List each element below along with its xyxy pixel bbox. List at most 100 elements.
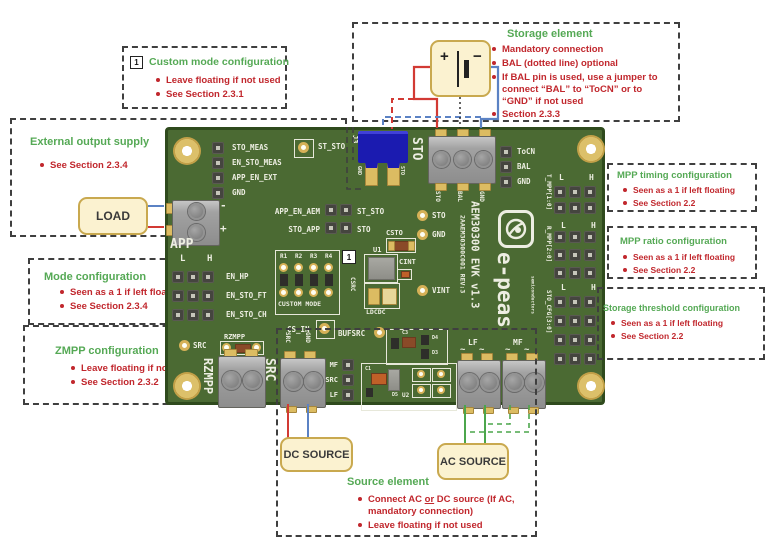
- lf-label: LF: [468, 338, 478, 347]
- header-pin: [172, 290, 184, 302]
- sto-meas-header: [212, 142, 224, 199]
- header-pin: [500, 176, 512, 188]
- jumper-label: EN_STO_CH: [226, 310, 267, 319]
- resistor: [325, 274, 333, 286]
- header-pin: [584, 353, 596, 365]
- pin-label: EN_STO_MEAS: [232, 158, 282, 167]
- resistor: [295, 274, 303, 286]
- bullet: See Section 2.3.1: [156, 89, 286, 101]
- lf-terminal-block: [457, 360, 501, 409]
- board-id: 2AAEM30300C001 REV:3: [458, 215, 467, 294]
- callout-title: Storage element: [507, 28, 593, 40]
- pin-label: ToCN: [517, 147, 536, 156]
- bullet: See Section 2.3.4: [40, 160, 180, 172]
- header-pin: [554, 231, 566, 243]
- load-label: LOAD: [96, 209, 130, 223]
- testpoint-label: VINT: [432, 286, 451, 295]
- header-pin: [172, 271, 184, 283]
- callout-title: MPP ratio configuration: [620, 236, 727, 247]
- sto-cfg-row: [554, 353, 596, 365]
- sto-app-jumper: [325, 222, 352, 234]
- callout-title: Storage threshold configuration: [603, 303, 741, 313]
- csto-label: CSTO: [386, 229, 403, 237]
- header-pin: [342, 389, 354, 401]
- callout-source-element: Source element Connect AC or DC source (…: [276, 328, 537, 537]
- sto-pin-label: GND: [478, 191, 485, 202]
- battery-minus-label: −: [473, 48, 482, 65]
- bullet: Seen as a 1 if left floating: [60, 287, 190, 299]
- header-pin: [500, 146, 512, 158]
- bal-pad: [457, 183, 469, 191]
- header-pin: [500, 161, 512, 173]
- pin-label: GND: [232, 188, 246, 197]
- ref-label: C3: [402, 330, 409, 336]
- mounting-hole: [173, 137, 201, 165]
- bullet: See Section 2.3.4: [60, 301, 190, 313]
- battery-plus-label: +: [440, 48, 449, 65]
- bullet: Section 2.3.3: [492, 109, 670, 121]
- pin-label: GND: [517, 177, 531, 186]
- t-mpp-row: [554, 202, 596, 214]
- src-terminal-block: [280, 358, 326, 408]
- sto-cfg-row: [554, 315, 596, 327]
- j3-label: J3: [351, 135, 359, 144]
- st-sto-label: ST_STO: [357, 207, 385, 216]
- ref-label: D3: [432, 350, 439, 356]
- pad: [294, 263, 303, 272]
- pad: [286, 406, 297, 413]
- l-label: L: [180, 254, 186, 264]
- ref-label: C1: [365, 366, 372, 372]
- header-pin: [554, 249, 566, 261]
- battery-element: + −: [430, 40, 491, 97]
- header-pin: [569, 296, 581, 308]
- l-label: L: [559, 173, 564, 182]
- bullet: Leave floating if not used: [156, 75, 286, 87]
- sto-testpoint: [417, 210, 428, 221]
- header-pin: [340, 222, 352, 234]
- marker-1-badge: 1: [342, 250, 356, 264]
- sto-terminal-label: STO: [409, 137, 424, 161]
- sto-cfg-row: [554, 334, 596, 346]
- callout-custom-mode: 1 Custom mode configuration Leave floati…: [122, 46, 289, 109]
- l-label: L: [561, 221, 566, 230]
- ldcdc-inductor: [364, 283, 400, 309]
- header-pin: [554, 334, 566, 346]
- pad: [309, 263, 318, 272]
- pcb-board: STO_MEAS EN_STO_MEAS APP_EN_EXT GND ST_S…: [165, 127, 605, 414]
- testpoint-label: SRC: [193, 341, 207, 350]
- u1-outline: [364, 254, 398, 283]
- l-label: L: [561, 283, 566, 292]
- sto-pin-label: STO: [434, 191, 441, 202]
- epeas-logo-swirl: [505, 218, 527, 240]
- tilde: ~: [460, 345, 466, 355]
- header-pin: [584, 231, 596, 243]
- header-pin: [569, 231, 581, 243]
- mounting-hole: [577, 135, 605, 163]
- header-pin: [554, 353, 566, 365]
- pad: [324, 263, 333, 272]
- r-mpp-row: [554, 249, 596, 261]
- header-pin: [584, 296, 596, 308]
- cint-label: CINT: [399, 258, 416, 266]
- header-pin: [212, 172, 224, 184]
- pin-label: STO_MEAS: [232, 143, 269, 152]
- app-terminal-block: [172, 200, 220, 246]
- header-pin: [554, 296, 566, 308]
- bullet: BAL (dotted line) optional: [492, 58, 670, 70]
- pin-label: LF: [329, 391, 338, 399]
- battery-plate-short: [464, 60, 469, 78]
- dc-source-label: DC SOURCE: [283, 448, 350, 461]
- header-pin: [202, 309, 214, 321]
- en-hp-jumper: [172, 271, 214, 283]
- pad: [324, 288, 333, 297]
- load-box: LOAD: [78, 197, 148, 235]
- src-testpoint: [179, 340, 190, 351]
- st-sto-testpoint: [294, 139, 314, 158]
- en-sto-ch-jumper: [172, 309, 214, 321]
- board-name: AEM30300 EVK v1.3: [468, 201, 481, 309]
- bullet: Leave floating if not used: [358, 520, 518, 532]
- app-plus-label: +: [220, 222, 227, 235]
- testpoint-label: GND: [432, 230, 446, 239]
- sto-app-label: STO_APP: [288, 225, 320, 234]
- ac-source-label: AC SOURCE: [439, 455, 506, 468]
